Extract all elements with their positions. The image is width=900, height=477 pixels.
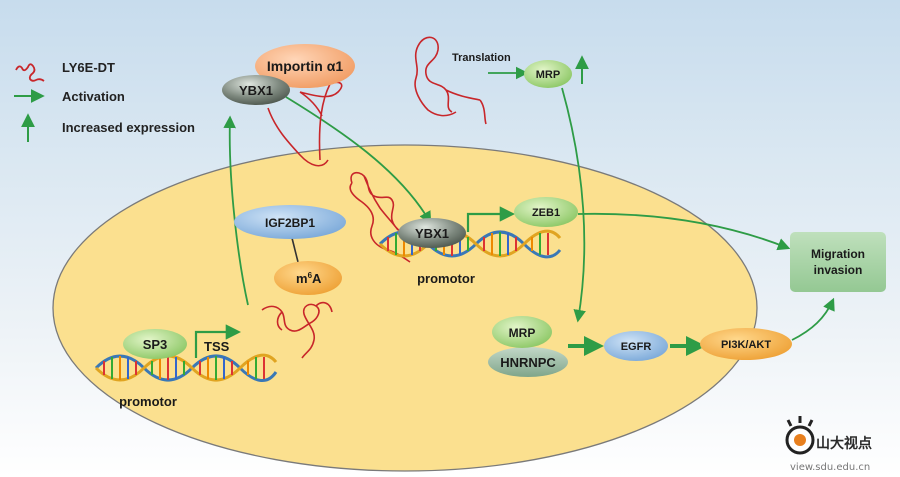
hnrnpc-label: HNRNPC bbox=[500, 355, 556, 370]
ly6e-rna-nucleus-m6a bbox=[261, 301, 333, 359]
mrp-top-node: MRP bbox=[524, 60, 572, 88]
ybx1-nucleus-node: YBX1 bbox=[398, 218, 466, 248]
invasion-label: invasion bbox=[814, 263, 863, 277]
importin-node: Importin α1 bbox=[255, 44, 355, 88]
migration-label: Migration bbox=[811, 247, 865, 261]
legend: LY6E-DT Activation Increased expression bbox=[14, 60, 195, 142]
promotor-middle-label: promotor bbox=[417, 271, 475, 286]
pi3k-akt-label: PI3K/AKT bbox=[721, 339, 771, 351]
nucleus bbox=[52, 144, 758, 472]
promotor-left-label: promotor bbox=[119, 394, 177, 409]
ly6e-rna-top bbox=[267, 81, 343, 167]
migration-invasion-box: Migration invasion bbox=[790, 232, 886, 292]
mrp-nucleus-label: MRP bbox=[509, 326, 536, 340]
arrow-mrp-to-nucleus bbox=[561, 87, 586, 323]
ly6e-rna-nucleus-ybx1 bbox=[349, 171, 411, 263]
eye-logo-icon bbox=[785, 416, 815, 455]
dna-helix-left bbox=[94, 353, 278, 382]
tss-label: TSS bbox=[204, 339, 230, 354]
ybx1-top-node: YBX1 bbox=[222, 75, 290, 105]
importin-label: Importin α1 bbox=[267, 58, 343, 74]
arrow-cytoplasm-export bbox=[223, 115, 249, 306]
igf2bp1-label: IGF2BP1 bbox=[265, 216, 315, 230]
m6a-label: m6A bbox=[296, 271, 322, 286]
legend-ly6e-label: LY6E-DT bbox=[62, 60, 115, 75]
zeb1-label: ZEB1 bbox=[532, 207, 560, 219]
pi3k-akt-node: PI3K/AKT bbox=[700, 328, 792, 360]
watermark-url: view.sdu.edu.cn bbox=[790, 462, 870, 473]
sp3-node: SP3 bbox=[123, 329, 187, 359]
arrow-ybx1-import bbox=[285, 96, 432, 225]
igf2bp1-m6a-link bbox=[291, 237, 299, 263]
arrow-sp3-tss bbox=[194, 324, 242, 358]
egfr-node: EGFR bbox=[604, 331, 668, 361]
translation-label: Translation bbox=[452, 52, 511, 64]
arrow-ybx1-zeb1 bbox=[466, 206, 516, 232]
ly6e-legend-icon bbox=[15, 63, 45, 82]
igf2bp1-node: IGF2BP1 bbox=[234, 205, 346, 239]
arrow-pi3k-migration bbox=[791, 297, 835, 341]
watermark-brand: 山大视点 bbox=[816, 435, 872, 452]
arrow-zeb1-migration bbox=[577, 212, 791, 251]
ybx1-nucleus-label: YBX1 bbox=[415, 226, 449, 241]
egfr-label: EGFR bbox=[621, 341, 652, 353]
legend-activation-label: Activation bbox=[62, 89, 125, 104]
mrp-top-label: MRP bbox=[536, 69, 560, 81]
legend-increased-label: Increased expression bbox=[62, 120, 195, 135]
sp3-label: SP3 bbox=[143, 337, 168, 352]
mrp-hnrnpc-complex: HNRNPC MRP bbox=[488, 316, 568, 377]
zeb1-node: ZEB1 bbox=[514, 197, 578, 227]
m6a-node: m6A bbox=[274, 261, 342, 295]
ly6e-rna-translation bbox=[414, 36, 487, 125]
watermark: 山大视点 view.sdu.edu.cn bbox=[785, 416, 872, 473]
ybx1-top-label: YBX1 bbox=[239, 83, 273, 98]
